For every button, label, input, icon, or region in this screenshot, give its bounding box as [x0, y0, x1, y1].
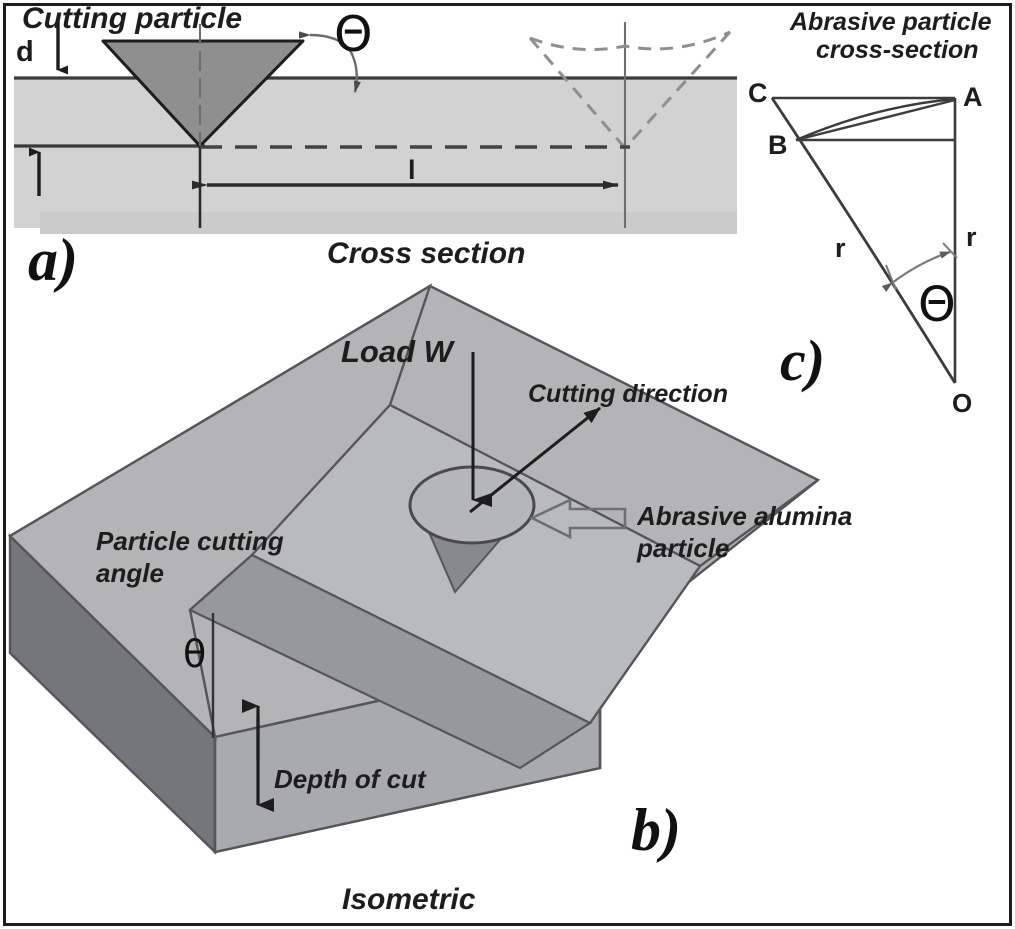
radius-label-right: r	[966, 222, 977, 252]
label-depth-d: d	[16, 36, 34, 68]
theta-symbol-panel-b: θ	[183, 632, 207, 676]
panel-tag-a: a)	[28, 227, 78, 293]
panel-c-triangle	[770, 96, 957, 384]
theta-symbol-panel-a: Θ	[334, 6, 373, 63]
theta-symbol-panel-c: Θ	[918, 277, 956, 333]
label-cutting-direction: Cutting direction	[528, 380, 728, 408]
label-load-w: Load W	[341, 334, 453, 369]
cutting-particle-shape	[101, 24, 305, 148]
label-depth-of-cut: Depth of cut	[274, 764, 426, 794]
label-abrasive-particle-line2: particle	[637, 533, 730, 563]
caption-cross-section: Cross section	[327, 237, 526, 270]
vertex-label-A: A	[963, 82, 983, 112]
panel-tag-b: b)	[631, 797, 681, 863]
panel-c-title-line2: cross-section	[816, 36, 979, 64]
edge-CO	[770, 97, 957, 384]
edge-BA	[795, 98, 956, 142]
angle-arc-a	[298, 31, 361, 93]
radius-label-left: r	[835, 233, 846, 263]
caption-isometric: Isometric	[342, 883, 476, 916]
label-particle-cutting-angle-line2: angle	[96, 558, 164, 588]
label-groove-length-l: l	[408, 155, 416, 185]
vertex-label-B: B	[768, 130, 788, 160]
panel-c-angle-arrow	[881, 242, 958, 292]
label-cutting-particle: Cutting particle	[22, 2, 243, 35]
vertex-label-O: O	[952, 388, 973, 418]
abrasive-callout-arrow	[529, 497, 627, 540]
arc-BA	[795, 97, 956, 142]
groove-floor-near	[188, 553, 593, 770]
cutting-direction-arrow	[469, 406, 601, 514]
ghost-particle-shape	[528, 30, 732, 150]
vertex-label-C: C	[748, 78, 768, 108]
panel-c-title-line1: Abrasive particle	[790, 8, 992, 36]
label-abrasive-particle-line1: Abrasive alumina	[637, 502, 853, 531]
panel-tag-c: c)	[780, 328, 826, 393]
label-particle-cutting-angle-line1: Particle cutting	[96, 526, 284, 556]
